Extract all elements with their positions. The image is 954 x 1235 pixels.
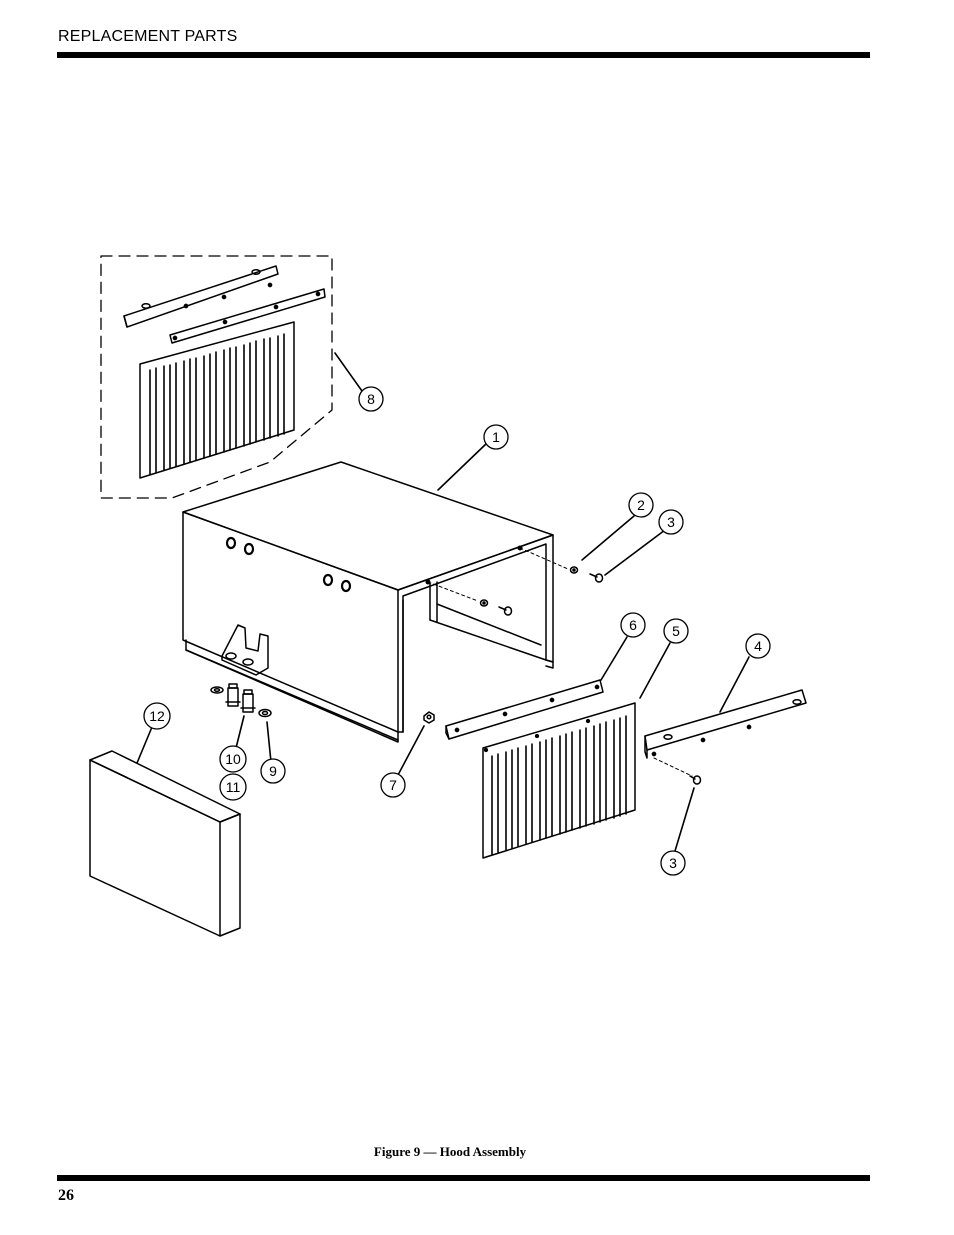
callout-3-upper: 3 [658, 509, 684, 535]
hood-body [182, 461, 554, 743]
screw-washer-upper [427, 547, 604, 616]
callout-2: 2 [628, 492, 654, 518]
callouts: 1 2 3 3 4 5 6 7 [143, 386, 771, 876]
svg-text:8: 8 [367, 391, 375, 407]
figure-caption: Figure 9 — Hood Assembly [373, 1144, 527, 1159]
page-header-title: REPLACEMENT PARTS [58, 28, 238, 45]
filter-kit-group [100, 255, 333, 499]
header-rule [57, 52, 870, 58]
grease-filter-panel [89, 750, 241, 937]
svg-text:4: 4 [754, 638, 762, 654]
kit-bracket-lower [169, 288, 326, 344]
svg-text:7: 7 [389, 777, 397, 793]
footer-rule [57, 1175, 870, 1181]
drain-fittings [210, 683, 272, 718]
svg-text:11: 11 [226, 779, 241, 795]
callout-10: 10 [219, 745, 247, 773]
page-number: 26 [58, 1187, 74, 1204]
callout-8: 8 [358, 386, 384, 412]
svg-text:10: 10 [225, 751, 241, 767]
kit-baffle-fins [149, 333, 285, 475]
kit-baffle-filter [139, 321, 295, 479]
svg-text:9: 9 [269, 763, 277, 779]
callout-12: 12 [143, 702, 171, 730]
svg-text:1: 1 [492, 429, 500, 445]
callout-1: 1 [483, 424, 509, 450]
callout-7: 7 [380, 772, 406, 798]
callout-6: 6 [620, 612, 646, 638]
hood-top-panel [182, 461, 554, 591]
hood-side-panel [182, 511, 399, 733]
hex-nut [423, 711, 435, 724]
svg-text:12: 12 [149, 708, 165, 724]
hood-lower-flange [185, 639, 399, 743]
callout-4: 4 [745, 633, 771, 659]
callout-5: 5 [663, 618, 689, 644]
baffle-filter [482, 702, 636, 859]
svg-text:3: 3 [669, 855, 677, 871]
filter-support-bracket [644, 689, 807, 785]
kit-dashed-outline [100, 255, 333, 499]
svg-text:6: 6 [629, 617, 637, 633]
svg-text:3: 3 [667, 514, 675, 530]
drain-trough [221, 624, 269, 676]
callout-9: 9 [260, 758, 286, 784]
callout-leaders [136, 352, 750, 852]
front-angle-bracket [445, 679, 604, 740]
svg-text:5: 5 [672, 623, 680, 639]
callout-11: 11 [219, 773, 247, 801]
svg-text:2: 2 [637, 497, 645, 513]
callout-3-lower: 3 [660, 850, 686, 876]
